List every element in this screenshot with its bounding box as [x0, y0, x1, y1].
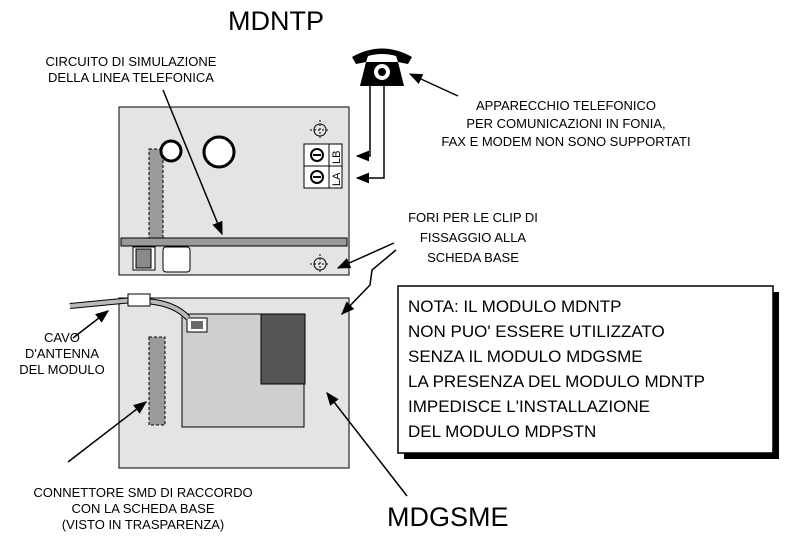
- note-line-1: NOTA: IL MODULO MDNTP: [408, 297, 621, 316]
- note-line-3: SENZA IL MODULO MDGSME: [408, 347, 643, 366]
- note-line-2: NON PUO' ESSERE UTILIZZATO: [408, 322, 665, 341]
- label-connector-2: CON LA SCHEDA BASE: [71, 501, 214, 516]
- connector-pointer: [67, 401, 148, 463]
- note-line-4: LA PRESENZA DEL MODULO MDNTP: [408, 372, 705, 391]
- label-phone-3: FAX E MODEM NON SONO SUPPORTATI: [441, 134, 690, 149]
- label-connector-3: (VISTO IN TRASPARENZA): [62, 517, 225, 532]
- mdgsme-board: [118, 297, 350, 469]
- title-mdntp: MDNTP: [228, 6, 324, 36]
- label-phone-1: APPARECCHIO TELEFONICO: [476, 98, 656, 113]
- note-line-5: IMPEDISCE L'INSTALLAZIONE: [408, 397, 650, 416]
- label-line-sim-1: CIRCUITO DI SIMULAZIONE: [46, 54, 217, 69]
- label-antenna-1: CAVO: [44, 330, 80, 345]
- label-connector-1: CONNETTORE SMD DI RACCORDO: [33, 485, 252, 500]
- label-holes-2: FISSAGGIO ALLA: [420, 230, 527, 245]
- note-box: NOTA: IL MODULO MDNTP NON PUO' ESSERE UT…: [397, 285, 779, 459]
- label-holes-1: FORI PER LE CLIP DI: [408, 210, 538, 225]
- label-phone: APPARECCHIO TELEFONICO PER COMUNICAZIONI…: [441, 98, 690, 149]
- terminal-la-label: LA: [331, 172, 343, 186]
- phone-pointer: [408, 73, 459, 97]
- label-antenna: CAVO D'ANTENNA DEL MODULO: [19, 330, 104, 377]
- line-sim-pointer: [162, 89, 223, 236]
- crosshair-hole-icon: [310, 120, 330, 140]
- label-holes: FORI PER LE CLIP DI FISSAGGIO ALLA SCHED…: [408, 210, 538, 265]
- holes-pointer-top: [336, 242, 395, 269]
- mdgsme-pointer: [326, 391, 408, 497]
- telephone-icon: [352, 48, 412, 86]
- phone-wire-lb: [355, 86, 385, 184]
- title-mdgsme: MDGSME: [387, 502, 509, 532]
- phone-wire-la: [355, 86, 371, 162]
- mdntp-board: [118, 106, 350, 276]
- terminal-lb-label: LB: [331, 151, 343, 164]
- label-antenna-2: D'ANTENNA: [25, 346, 99, 361]
- crosshair-hole-icon: [310, 254, 330, 274]
- label-phone-2: PER COMUNICAZIONI IN FONIA,: [466, 116, 665, 131]
- label-holes-3: SCHEDA BASE: [427, 250, 519, 265]
- antenna-pointer: [72, 310, 110, 339]
- note-line-6: DEL MODULO MDPSTN: [408, 422, 596, 441]
- label-line-sim-2: DELLA LINEA TELEFONICA: [48, 70, 214, 85]
- label-antenna-3: DEL MODULO: [19, 362, 104, 377]
- label-line-sim: CIRCUITO DI SIMULAZIONE DELLA LINEA TELE…: [46, 54, 217, 85]
- label-connector: CONNETTORE SMD DI RACCORDO CON LA SCHEDA…: [33, 485, 252, 532]
- antenna-cable: [69, 293, 191, 321]
- holes-pointer-bottom: [341, 249, 397, 315]
